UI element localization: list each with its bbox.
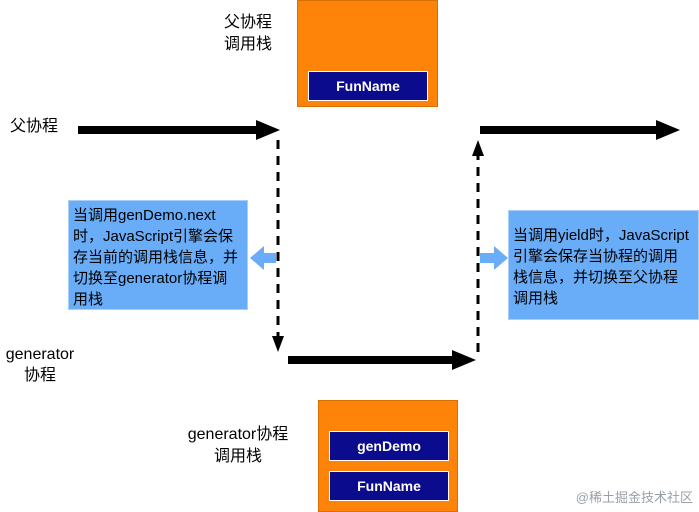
stack-frame-funname: FunName bbox=[308, 71, 428, 101]
parent-call-stack: FunName bbox=[297, 0, 438, 107]
note-switch-to-generator: 当调用genDemo.next 时，JavaScript引擎会保 存当前的调用栈… bbox=[68, 200, 248, 310]
watermark: @稀土掘金技术社区 bbox=[575, 490, 693, 505]
generator-call-stack: genDemo FunName bbox=[318, 400, 458, 512]
dashed-up-arrow bbox=[472, 140, 484, 352]
note-left-pointer-arrow bbox=[250, 246, 276, 270]
parent-stack-title: 父协程 调用栈 bbox=[215, 12, 281, 56]
generator-stack-title: generator协程 调用栈 bbox=[176, 424, 300, 468]
note-right-pointer-arrow bbox=[480, 246, 508, 270]
parent-lane-label: 父协程 bbox=[10, 118, 59, 135]
parent-lane-arrow-2 bbox=[480, 120, 680, 140]
label-line: 协程 bbox=[23, 367, 56, 384]
title-line: 调用栈 bbox=[223, 36, 272, 53]
title-line: generator协程 bbox=[187, 426, 289, 443]
parent-lane-arrow-1 bbox=[78, 120, 280, 140]
label-line: generator bbox=[5, 346, 75, 363]
generator-lane-arrow bbox=[288, 350, 476, 370]
title-line: 父协程 bbox=[223, 14, 272, 31]
stack-frame-funname: FunName bbox=[329, 471, 449, 501]
generator-lane-label: generator 协程 bbox=[0, 344, 80, 386]
title-line: 调用栈 bbox=[213, 448, 262, 465]
stack-frame-gendemo: genDemo bbox=[329, 431, 449, 461]
dashed-down-arrow bbox=[272, 140, 284, 352]
note-switch-to-parent: 当调用yield时，JavaScript 引擎会保存当协程的调用 栈信息，并切换… bbox=[508, 210, 699, 320]
